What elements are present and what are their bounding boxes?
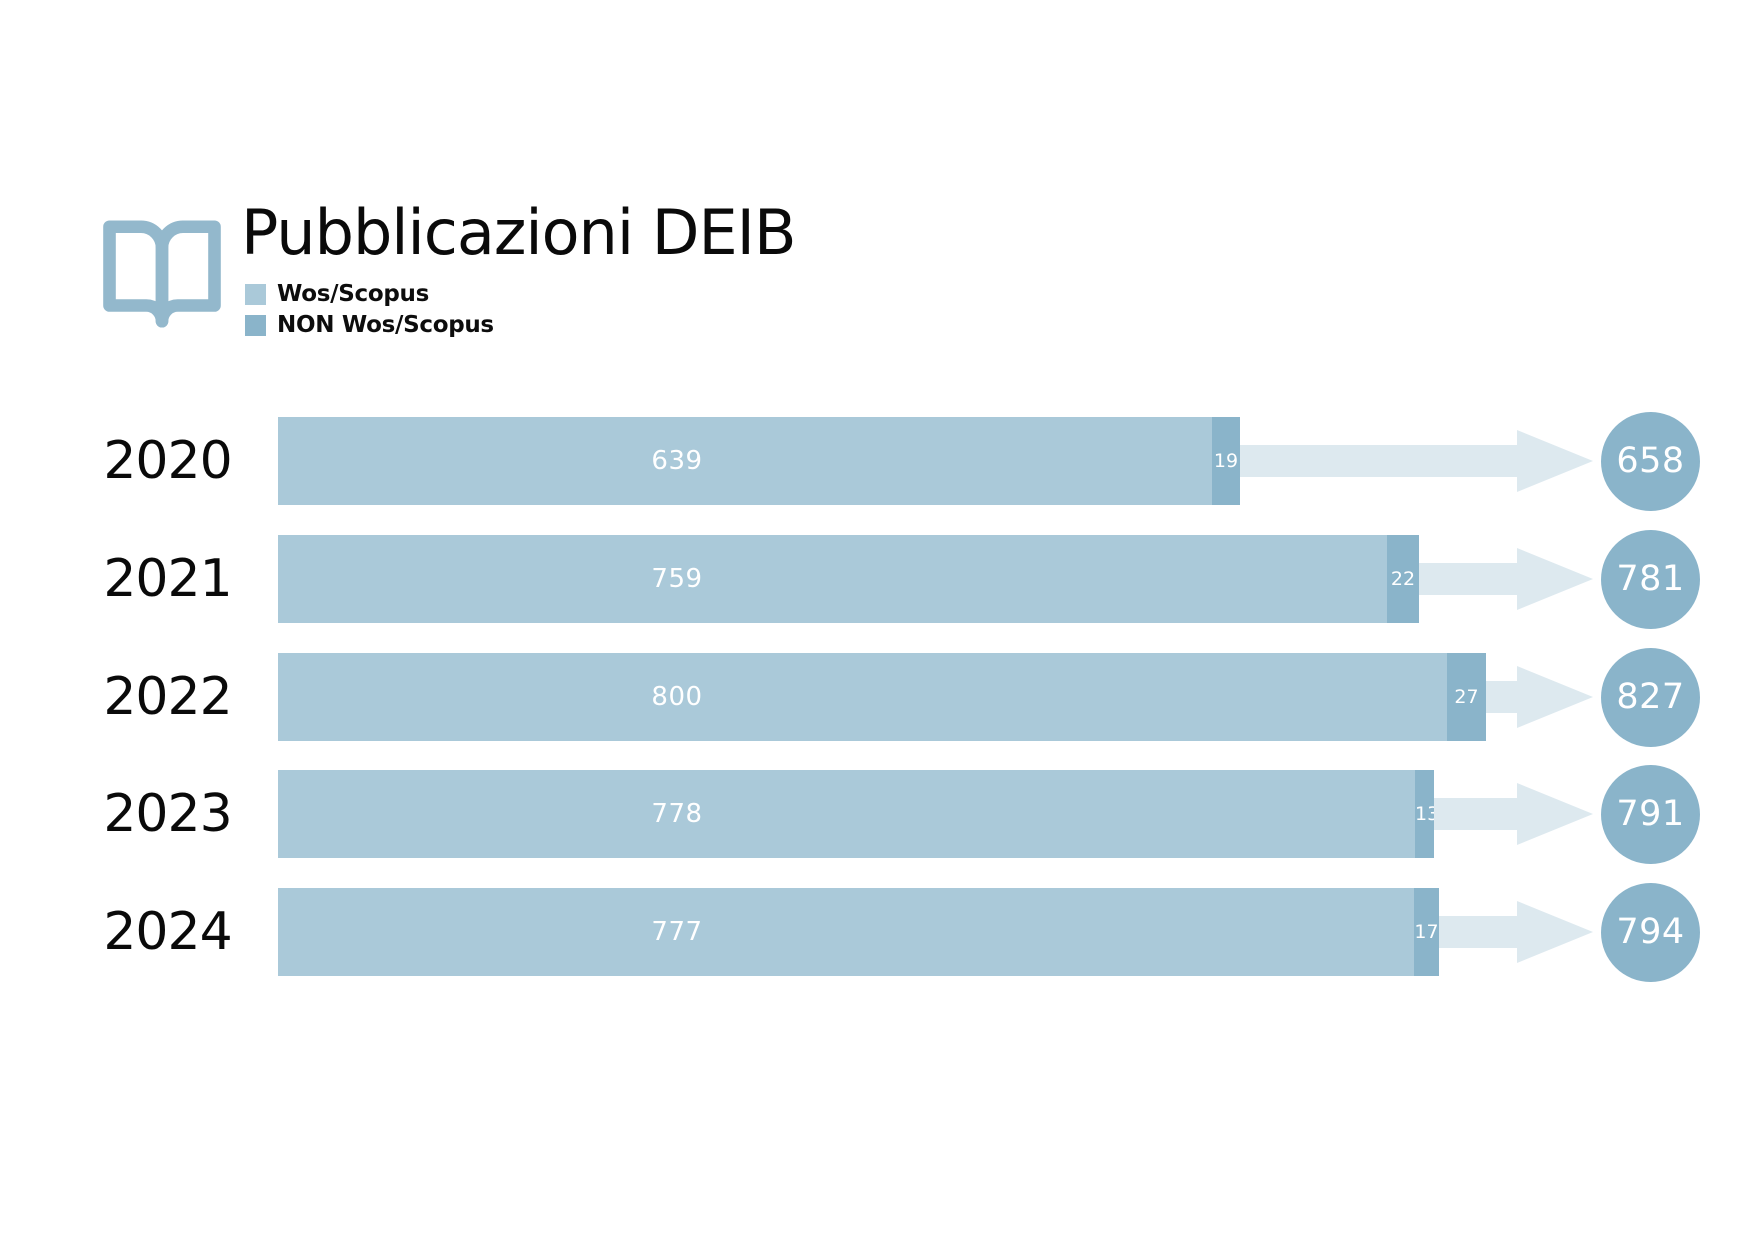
total-value: 827 — [1616, 677, 1685, 717]
chart-title: Pubblicazioni DEIB — [241, 196, 797, 269]
bar-wos-scopus — [278, 770, 1415, 858]
total-value: 781 — [1616, 559, 1685, 599]
bar-value-label: 759 — [651, 564, 703, 594]
arrow-head-icon — [1517, 901, 1593, 963]
bar-value-label: 778 — [651, 799, 703, 829]
category-label: 2024 — [103, 902, 232, 962]
total-value: 791 — [1616, 794, 1685, 834]
bar-wos-scopus — [278, 888, 1414, 976]
bar-non-wos-scopus — [1415, 770, 1434, 858]
total-circle: 658 — [1601, 412, 1700, 511]
open-book-icon — [103, 220, 221, 328]
arrow-shaft — [1434, 798, 1519, 830]
bar-wos-scopus — [278, 535, 1387, 623]
chart-row-2022: 2022 800 27 827 — [0, 648, 1754, 747]
bar-segment-label: 22 — [1390, 568, 1416, 590]
total-circle: 794 — [1601, 883, 1700, 982]
bar-segment-label: 19 — [1213, 450, 1239, 472]
legend: Wos/Scopus NON Wos/Scopus — [245, 281, 494, 338]
chart-row-2023: 2023 778 13 791 — [0, 765, 1754, 864]
category-label: 2022 — [103, 667, 232, 727]
chart-row-2021: 2021 759 22 781 — [0, 530, 1754, 629]
bar-non-wos-scopus — [1387, 535, 1419, 623]
legend-item-non-wos-scopus: NON Wos/Scopus — [245, 312, 494, 338]
arrow-shaft — [1486, 681, 1519, 713]
bar-non-wos-scopus — [1414, 888, 1439, 976]
bar-value-label: 777 — [651, 917, 703, 947]
bar-segment-label: 27 — [1454, 686, 1479, 708]
total-circle: 781 — [1601, 530, 1700, 629]
legend-swatch-wos-scopus — [245, 283, 266, 305]
legend-swatch-non-wos-scopus — [245, 314, 266, 336]
arrow-head-icon — [1517, 783, 1593, 845]
arrow-shaft — [1439, 916, 1519, 948]
legend-label-non-wos-scopus: NON Wos/Scopus — [277, 312, 494, 338]
total-circle: 827 — [1601, 648, 1700, 747]
bar-segment-label: 13 — [1415, 803, 1440, 825]
bar-wos-scopus — [278, 653, 1447, 741]
total-value: 794 — [1616, 912, 1685, 952]
chart-row-2020: 2020 639 19 658 — [0, 412, 1754, 511]
arrow-head-icon — [1517, 548, 1593, 610]
arrow-shaft — [1240, 445, 1519, 477]
bar-value-label: 639 — [651, 446, 703, 476]
bar-non-wos-scopus — [1212, 417, 1240, 505]
chart-row-2024: 2024 777 17 794 — [0, 883, 1754, 982]
arrow-head-icon — [1517, 666, 1593, 728]
bar-wos-scopus — [278, 417, 1212, 505]
total-circle: 791 — [1601, 765, 1700, 864]
category-label: 2023 — [103, 784, 232, 844]
legend-label-wos-scopus: Wos/Scopus — [277, 281, 429, 307]
bar-segment-label: 17 — [1414, 921, 1439, 943]
category-label: 2021 — [103, 549, 232, 609]
legend-item-wos-scopus: Wos/Scopus — [245, 281, 494, 307]
bar-non-wos-scopus — [1447, 653, 1486, 741]
total-value: 658 — [1616, 441, 1685, 481]
bar-value-label: 800 — [651, 682, 703, 712]
arrow-shaft — [1419, 563, 1519, 595]
arrow-head-icon — [1517, 430, 1593, 492]
category-label: 2020 — [103, 431, 232, 491]
